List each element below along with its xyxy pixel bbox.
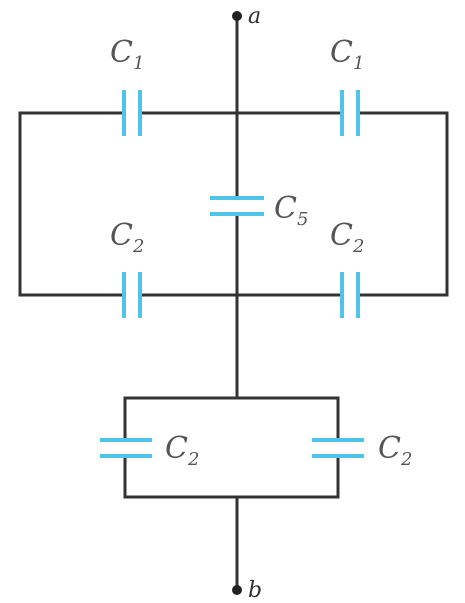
capacitor-c1-left [122, 90, 142, 136]
capacitor-c2-mid-right [340, 272, 360, 318]
label-c2-mid-right: C2 [330, 218, 364, 257]
capacitor-c2-low-right [312, 438, 364, 458]
capacitor-c2-mid-left [122, 272, 142, 318]
label-c2-mid-left: C2 [110, 218, 144, 257]
capacitor-c2-low-left [100, 438, 152, 458]
label-c2-low-left: C2 [165, 431, 199, 470]
label-c2-low-right: C2 [378, 431, 412, 470]
label-c1-left: C1 [110, 35, 144, 74]
capacitor-c5 [210, 196, 264, 216]
label-c1-right: C1 [330, 35, 364, 74]
terminal-b-label: b [248, 578, 262, 603]
label-c5: C5 [274, 191, 308, 230]
terminal-a-dot [232, 11, 242, 21]
terminal-a-label: a [248, 4, 261, 29]
capacitor-c1-right [340, 90, 360, 136]
terminal-b-dot [232, 585, 242, 595]
